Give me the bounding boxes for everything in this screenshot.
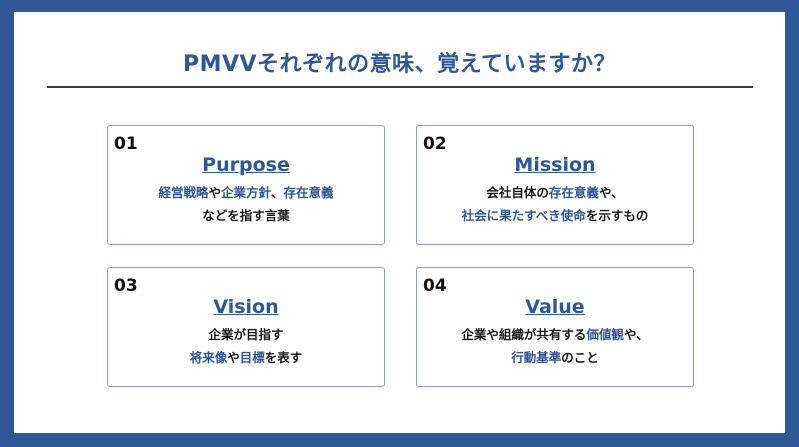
card-description-line1: 企業や組織が共有する価値観や、 <box>417 324 693 343</box>
card-description-line1: 会社自体の存在意義や、 <box>417 182 693 201</box>
title-divider <box>47 86 753 88</box>
card-description-line2: 社会に果たすべき使命を示すもの <box>417 205 693 224</box>
card-number: 02 <box>423 134 447 154</box>
slide-title: PMVVそれぞれの意味、覚えていますか？ <box>183 52 616 77</box>
highlight-text: 将来像 <box>189 350 228 365</box>
card-heading: Vision <box>213 296 279 318</box>
card-value: 04 Value 企業や組織が共有する価値観や、 行動基準のこと <box>416 267 694 387</box>
highlight-text: 経営戦略 <box>158 185 209 200</box>
card-heading: Mission <box>514 154 596 176</box>
card-heading: Purpose <box>202 154 290 176</box>
description-text: 企業や組織が共有する <box>461 327 587 342</box>
highlight-text: 存在意義 <box>548 185 599 200</box>
card-description-line1: 企業が目指す <box>108 324 384 343</box>
description-text: や、 <box>623 327 649 342</box>
description-text: 、 <box>271 185 284 200</box>
description-text: 会社自体の <box>486 185 549 200</box>
card-description-line1: 経営戦略や企業方針、存在意義 <box>108 182 384 201</box>
description-text: や <box>227 350 240 365</box>
description-text: 企業が目指す <box>208 327 284 342</box>
card-number: 01 <box>114 134 138 154</box>
description-text: のこと <box>561 350 599 365</box>
description-text: を示すもの <box>585 208 649 223</box>
card-number: 04 <box>423 276 447 296</box>
highlight-text: 目標 <box>239 350 265 365</box>
description-text: を表す <box>264 350 303 365</box>
highlight-text: 行動基準 <box>511 350 562 365</box>
highlight-text: 社会に果たすべき使命 <box>461 208 586 223</box>
card-vision: 03 Vision 企業が目指す 将来像や目標を表す <box>107 267 385 387</box>
highlight-text: 価値観 <box>586 327 624 342</box>
description-text: などを指す言葉 <box>202 208 290 223</box>
card-number: 03 <box>114 276 138 296</box>
highlight-text: 存在意義 <box>283 185 334 200</box>
card-description-line2: 将来像や目標を表す <box>108 347 384 366</box>
card-mission: 02 Mission 会社自体の存在意義や、 社会に果たすべき使命を示すもの <box>416 125 694 245</box>
description-text: や、 <box>598 185 624 200</box>
highlight-text: 企業方針 <box>220 185 271 200</box>
card-heading: Value <box>525 296 585 318</box>
card-description-line2: などを指す言葉 <box>108 205 384 224</box>
description-text: や <box>208 185 221 200</box>
card-purpose: 01 Purpose 経営戦略や企業方針、存在意義 などを指す言葉 <box>107 125 385 245</box>
slide: PMVVそれぞれの意味、覚えていますか？ 01 Purpose 経営戦略や企業方… <box>14 12 785 433</box>
card-description-line2: 行動基準のこと <box>417 347 693 366</box>
